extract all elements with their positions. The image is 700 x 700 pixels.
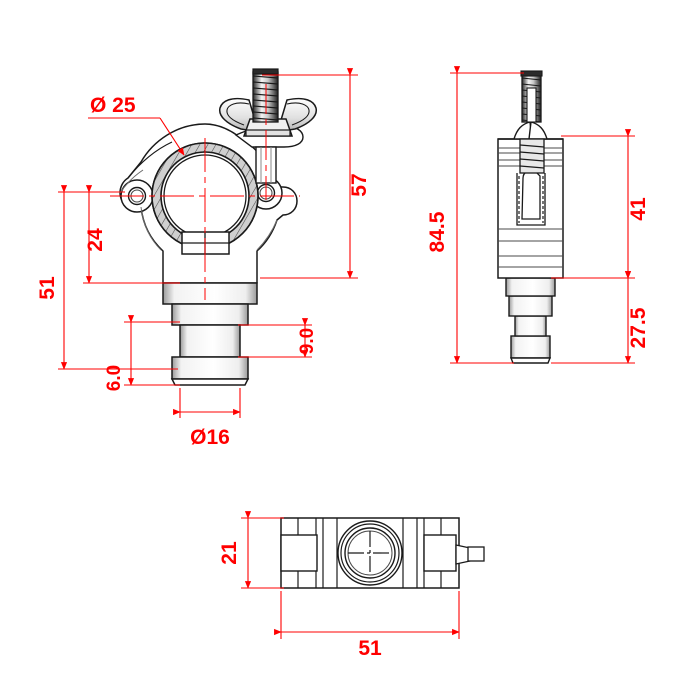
dim-label-bore-diameter: Ø 25 bbox=[90, 94, 136, 117]
dim-width-51 bbox=[274, 591, 460, 639]
dim-label-height-57: 57 bbox=[348, 173, 371, 196]
dim-bore-diameter bbox=[88, 117, 185, 156]
side-view bbox=[497, 70, 564, 364]
front-view-dimension-labels: Ø 25 57 51 24 9.0 6.0 Ø16 bbox=[36, 94, 371, 449]
dim-label-height-84-5: 84.5 bbox=[426, 211, 449, 252]
dim-label-width-51: 51 bbox=[358, 637, 382, 660]
dim-label-spigot-diameter: Ø16 bbox=[190, 426, 230, 449]
front-view bbox=[110, 68, 317, 386]
dim-height-57 bbox=[260, 68, 358, 279]
front-view-spigot bbox=[162, 282, 258, 386]
dim-label-height-24: 24 bbox=[84, 228, 107, 252]
dim-depth-21 bbox=[241, 511, 284, 589]
side-view-bolt bbox=[519, 70, 545, 174]
front-view-centerlines bbox=[110, 84, 300, 300]
dim-height-84-5 bbox=[450, 66, 524, 364]
bottom-view bbox=[280, 517, 485, 589]
dim-label-height-27-5: 27.5 bbox=[627, 307, 650, 348]
dim-label-height-41: 41 bbox=[627, 197, 650, 221]
dim-label-height-51: 51 bbox=[36, 276, 59, 300]
dim-label-depth-21: 21 bbox=[218, 541, 241, 565]
dim-height-27-5 bbox=[551, 271, 635, 364]
dim-label-height-6: 6.0 bbox=[104, 365, 125, 391]
bottom-view-dimensions bbox=[241, 511, 460, 639]
bottom-view-dimension-labels: 21 51 bbox=[218, 541, 382, 660]
dim-height-6 bbox=[124, 315, 180, 386]
front-view-dimensions bbox=[58, 68, 358, 418]
side-view-dimension-labels: 84.5 41 27.5 bbox=[426, 197, 650, 348]
side-view-spigot bbox=[505, 277, 556, 364]
dim-height-41 bbox=[551, 129, 635, 279]
side-view-dimensions bbox=[450, 66, 635, 364]
dim-height-9 bbox=[238, 318, 312, 358]
dim-spigot-diameter bbox=[173, 388, 241, 418]
dim-height-24 bbox=[83, 185, 180, 284]
dim-label-height-9: 9.0 bbox=[297, 328, 318, 354]
